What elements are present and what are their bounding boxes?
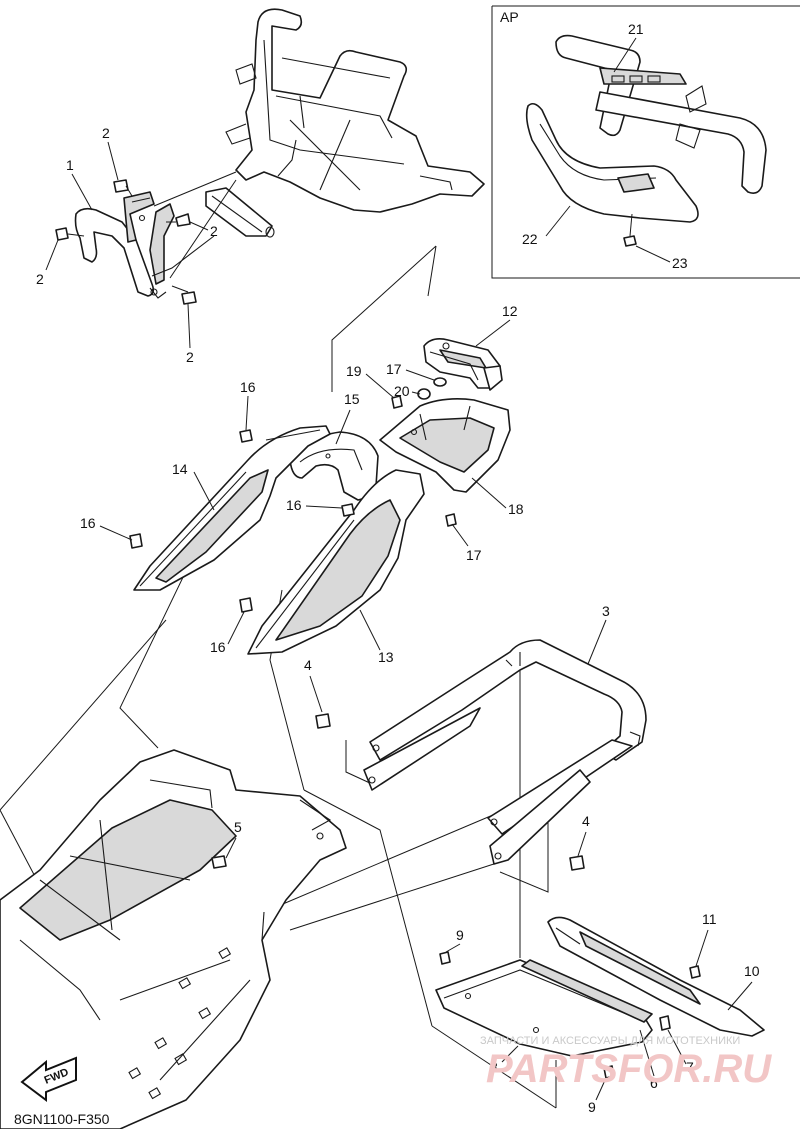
screws-16 bbox=[129, 429, 355, 613]
callout-4-left: 4 bbox=[304, 657, 312, 673]
watermark-line1: ЗАПЧАСТИ И АКСЕССУАРЫ ДЛЯ МОТОТЕХНИКИ bbox=[480, 1035, 740, 1047]
frame-upper bbox=[205, 8, 485, 238]
callout-17-top: 17 bbox=[386, 361, 402, 377]
part-5-bolt bbox=[211, 855, 227, 869]
callout-9-top: 9 bbox=[456, 927, 464, 943]
callout-13: 13 bbox=[378, 649, 394, 665]
part-13-side-cover bbox=[247, 469, 425, 655]
callout-6: 6 bbox=[650, 1075, 658, 1091]
part-21-rail bbox=[595, 91, 767, 194]
callout-7: 7 bbox=[686, 1059, 694, 1075]
callout-2-left: 2 bbox=[36, 271, 44, 287]
part-18-rear-fender bbox=[379, 398, 511, 493]
callout-18: 18 bbox=[508, 501, 524, 517]
callout-20: 20 bbox=[394, 383, 410, 399]
callout-9-bottom: 9 bbox=[588, 1099, 596, 1115]
callout-4-right: 4 bbox=[582, 813, 590, 829]
frame-lower bbox=[0, 749, 347, 1129]
part-21-bracket bbox=[599, 67, 687, 85]
watermark-line2: PARTSFOR.RU bbox=[486, 1047, 772, 1091]
callout-8: 8 bbox=[490, 1059, 498, 1075]
callout-2-right: 2 bbox=[210, 223, 218, 239]
part-1-rail bbox=[74, 171, 237, 299]
inset-panel: AP 21 22 23 bbox=[491, 5, 800, 279]
callout-3: 3 bbox=[602, 603, 610, 619]
callout-16-mid: 16 bbox=[286, 497, 302, 513]
part-8-guard bbox=[435, 959, 653, 1057]
part-23-bolt bbox=[623, 235, 637, 247]
part-22-mount bbox=[617, 173, 655, 193]
callout-2-top: 2 bbox=[102, 125, 110, 141]
part-6-strip bbox=[521, 959, 653, 1023]
callout-14: 14 bbox=[172, 461, 188, 477]
callout-1: 1 bbox=[66, 157, 74, 173]
callout-16-bottom: 16 bbox=[210, 639, 226, 655]
part-3-rear-rail bbox=[363, 639, 647, 865]
callout-23: 23 bbox=[672, 255, 688, 271]
fwd-arrow: FWD bbox=[20, 1056, 77, 1102]
callout-22: 22 bbox=[522, 231, 538, 247]
callout-17-bottom: 17 bbox=[466, 547, 482, 563]
bolts-4 bbox=[315, 713, 585, 871]
part-22-skid-plate bbox=[525, 102, 699, 223]
callout-21: 21 bbox=[628, 21, 644, 37]
inset-label: AP bbox=[500, 9, 519, 25]
guide-lines bbox=[0, 245, 557, 1109]
callout-16-top: 16 bbox=[240, 379, 256, 395]
part-9-fasteners bbox=[439, 951, 615, 1079]
callout-12: 12 bbox=[502, 303, 518, 319]
callout-5: 5 bbox=[234, 819, 242, 835]
callout-19: 19 bbox=[346, 363, 362, 379]
part-11-screw bbox=[689, 965, 701, 979]
part-7-screw bbox=[659, 1015, 671, 1031]
callout-16-left: 16 bbox=[80, 515, 96, 531]
bolts-2 bbox=[55, 179, 197, 305]
part-10-side-strip bbox=[547, 916, 765, 1037]
callout-11: 11 bbox=[702, 911, 717, 927]
part-14-side-cover bbox=[133, 425, 331, 591]
part-12-bracket bbox=[423, 338, 503, 391]
callout-15: 15 bbox=[344, 391, 360, 407]
small-fasteners bbox=[391, 377, 457, 527]
diagram-code: 8GN1100-F350 bbox=[14, 1111, 110, 1127]
callout-2-bottom: 2 bbox=[186, 349, 194, 365]
callout-10: 10 bbox=[744, 963, 760, 979]
